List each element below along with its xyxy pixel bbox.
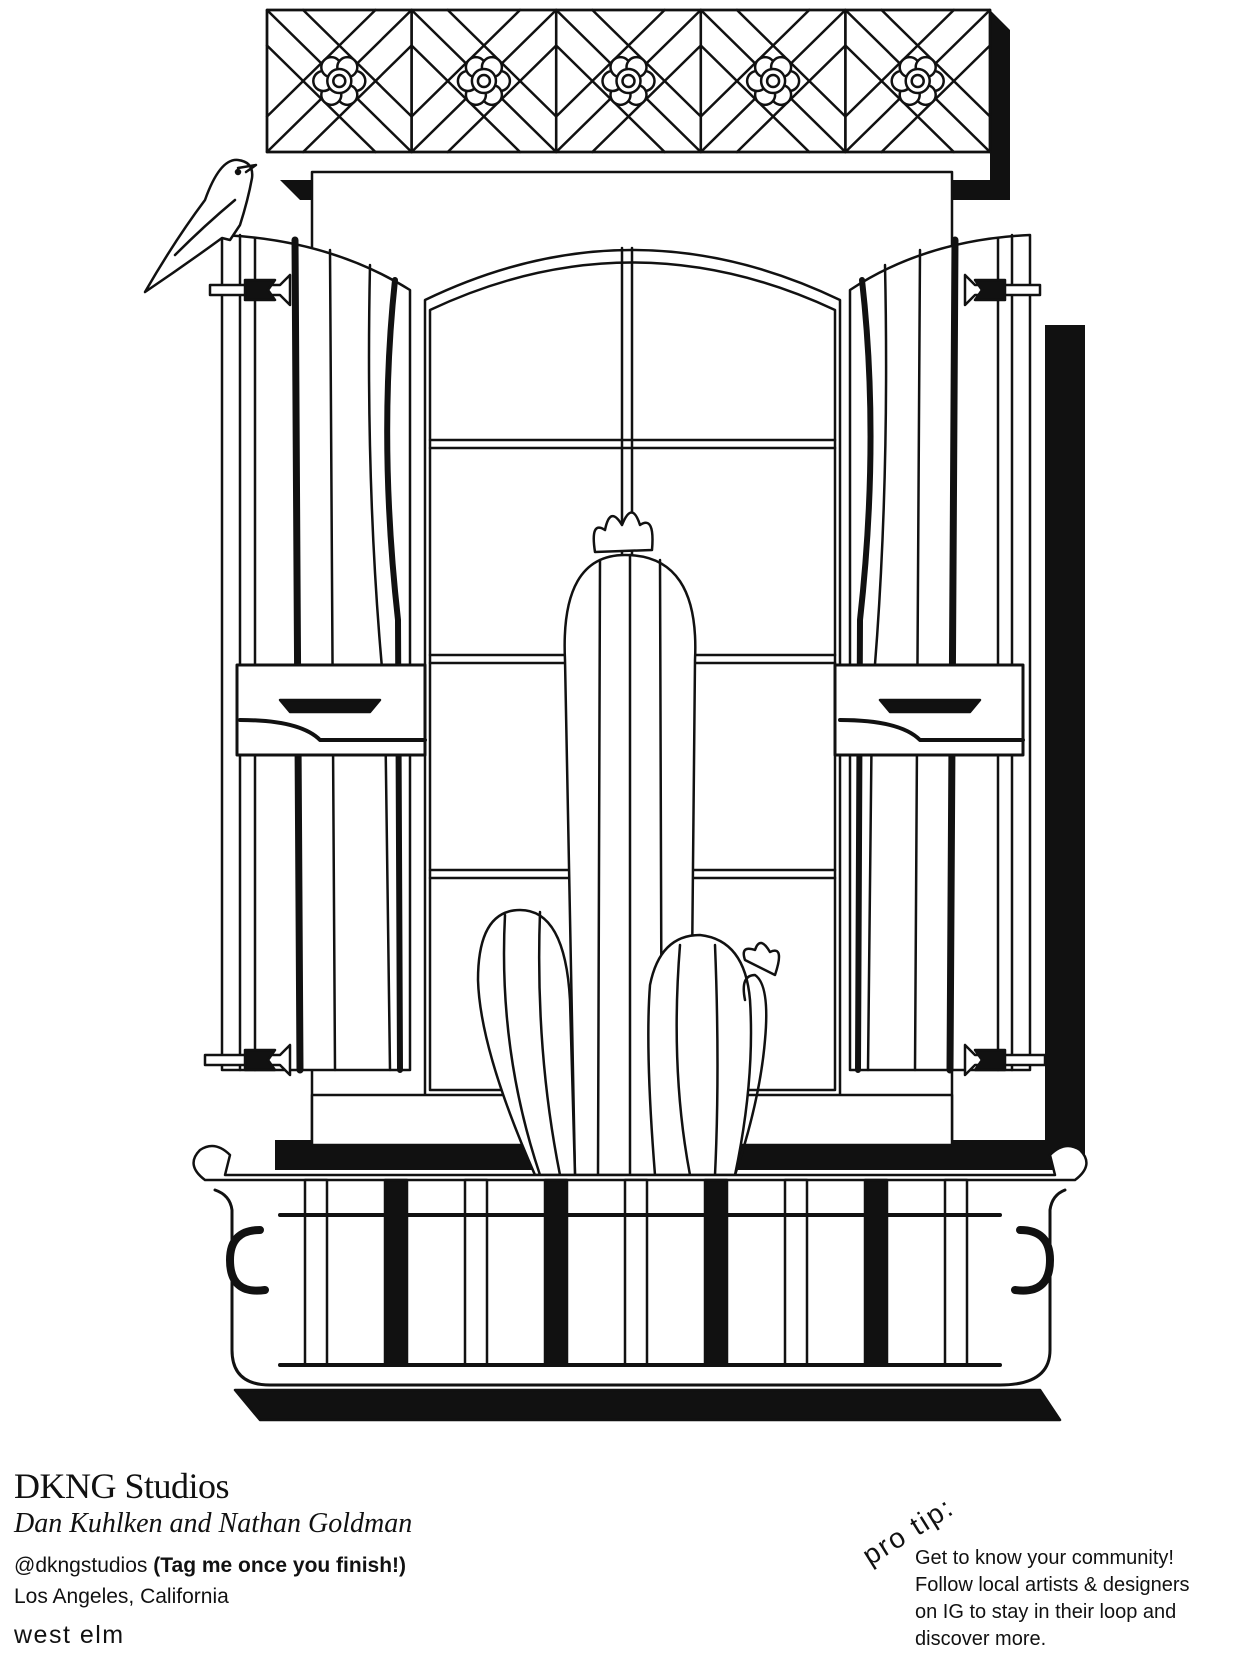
railing-bar [463,1178,489,1367]
left-shutter [203,233,427,1077]
balcony-railing-icon [192,1144,1088,1422]
bird-icon [143,158,258,294]
right-shutter [833,233,1047,1077]
pro-tip-line: Get to know your community! [915,1547,1174,1569]
cactus-icon [476,511,781,1177]
pro-tip-line: Follow local artists & designers [915,1574,1190,1596]
tile-flower-icon [265,8,413,154]
railing-bar [863,1178,889,1367]
tile-frieze [265,8,992,154]
window-illustration [143,8,1088,1422]
railing-bar [303,1178,329,1367]
artist-location: Los Angeles, California [14,1585,229,1608]
pro-tip-line: on IG to stay in their loop and [915,1601,1177,1623]
artist-names: Dan Kuhlken and Nathan Goldman [14,1508,413,1539]
railing-bar [943,1178,969,1367]
tile-flower-icon [699,8,847,154]
railing-bar [623,1178,649,1367]
instagram-handle-line: @dkngstudios (Tag me once you finish!) [14,1553,406,1579]
pro-tip-line: discover more. [915,1628,1047,1650]
pro-tip-text: Get to know your community! Follow local… [915,1545,1245,1653]
tile-flower-icon [410,8,558,154]
pro-tip-label: pro tip: [862,1491,959,1571]
railing-bar [783,1178,809,1367]
handle-note: (Tag me once you finish!) [153,1554,407,1577]
instagram-handle[interactable]: @dkngstudios [14,1554,148,1577]
studio-name: DKNG Studios [14,1466,230,1506]
railing-bar [703,1178,729,1367]
brand-logo: west elm [14,1621,125,1649]
railing-bar [383,1178,409,1367]
railing-bar [543,1178,569,1367]
tile-flower-icon [844,8,992,154]
